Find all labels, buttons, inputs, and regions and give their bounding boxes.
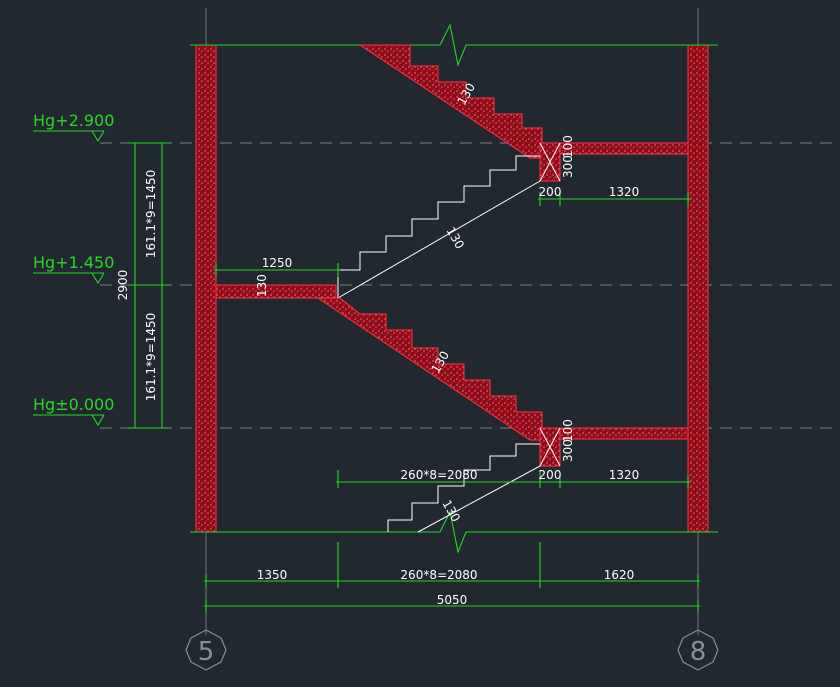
vdim-upper-flight: 161.1*9=1450 bbox=[144, 170, 158, 259]
svg-text:5: 5 bbox=[198, 637, 215, 667]
hdim-upper-landing-right: 1320 bbox=[609, 185, 640, 199]
svg-text:Hg+1.450: Hg+1.450 bbox=[33, 253, 114, 272]
right-wall bbox=[687, 44, 709, 533]
lower-flight-section bbox=[316, 297, 543, 441]
top-break-line bbox=[190, 23, 718, 67]
hdim-bottom-left: 1350 bbox=[257, 568, 288, 582]
beam-lower-width: 100 bbox=[561, 419, 575, 442]
vdim-total: 2900 bbox=[116, 270, 130, 301]
upper-beam-cross-b bbox=[539, 142, 561, 182]
svg-text:8: 8 bbox=[690, 637, 707, 667]
hdim-upper-landing-left: 200 bbox=[539, 185, 562, 199]
bottom-break-line bbox=[190, 510, 718, 554]
beam-upper-depth: 300 bbox=[561, 155, 575, 178]
level-marker-mid: Hg+1.450 bbox=[33, 253, 114, 285]
svg-text:Hg±0.000: Hg±0.000 bbox=[33, 395, 114, 414]
level-marker-top: Hg+2.900 bbox=[33, 111, 114, 143]
hdim-mid-landing: 1250 bbox=[262, 256, 293, 270]
middle-flight-soffit bbox=[337, 180, 541, 299]
hdim-lower-landing-right: 1320 bbox=[609, 468, 640, 482]
svg-text:Hg+2.900: Hg+2.900 bbox=[33, 111, 114, 130]
slab-label-middle: 130 bbox=[443, 225, 467, 252]
lower-beam-cross-b bbox=[539, 427, 561, 467]
bottom-flight-steps bbox=[387, 443, 540, 532]
slab-label-bottom: 130 bbox=[439, 498, 463, 525]
hdim-overall: 5050 bbox=[437, 593, 468, 607]
middle-flight-steps bbox=[337, 155, 540, 298]
hdim-bottom-right: 1620 bbox=[604, 568, 635, 582]
level-marker-bottom: Hg±0.000 bbox=[33, 395, 114, 427]
bottom-flight-soffit bbox=[417, 465, 541, 533]
left-wall bbox=[195, 44, 217, 533]
vdim-lower-flight: 161.1*9=1450 bbox=[144, 313, 158, 402]
upper-flight-section bbox=[358, 44, 543, 159]
hdim-bottom-mid: 260*8=2080 bbox=[400, 568, 477, 582]
hdim-lower-flight-run: 260*8=2080 bbox=[400, 468, 477, 482]
grid-axis-8: 8 bbox=[677, 629, 719, 671]
hdim-lower-landing-left: 200 bbox=[539, 468, 562, 482]
beam-lower-depth: 300 bbox=[561, 439, 575, 462]
slab-label-landing: 130 bbox=[255, 274, 269, 297]
beam-upper-width: 100 bbox=[561, 135, 575, 158]
grid-axis-5: 5 bbox=[185, 629, 227, 671]
mid-landing-slab bbox=[215, 284, 337, 299]
